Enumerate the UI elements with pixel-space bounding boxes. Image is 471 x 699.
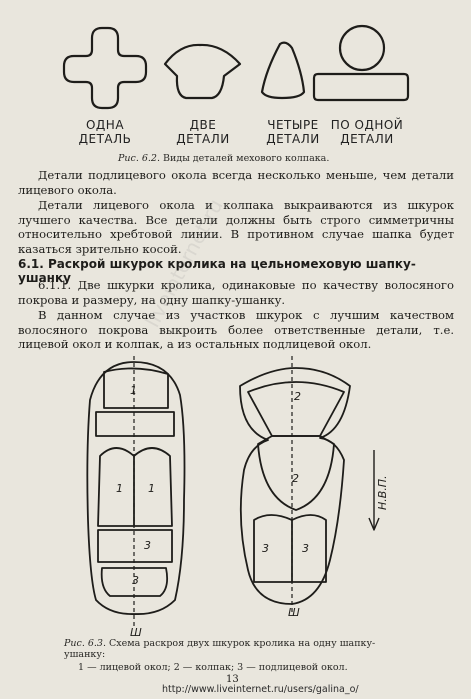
- paragraph-1: Детали подлицевого окола всегда нескольк…: [18, 168, 454, 197]
- fig-6-2-caption: Рис. 6.2. Виды деталей мехового колпака.: [118, 153, 330, 164]
- crown-shape: [163, 43, 242, 100]
- right-label-3b: 3: [302, 542, 309, 555]
- paragraph-2: Детали лицевого окола и колпака выкраива…: [18, 198, 454, 256]
- left-label-1b: 1: [116, 482, 123, 495]
- source-url[interactable]: http://www.liveinternet.ru/users/galina_…: [162, 684, 359, 695]
- right-piece-2b: [257, 435, 335, 511]
- circle-shape: [338, 24, 386, 72]
- page-number: 13: [226, 674, 239, 685]
- bar-shape: [312, 72, 410, 102]
- left-label-3a: 3: [144, 539, 151, 552]
- left-label-1a: 1: [130, 384, 137, 397]
- shape-label-two: ДВЕ ДЕТАЛИ: [176, 118, 230, 146]
- triangle-shape: [260, 41, 306, 100]
- left-axis-label: Ш: [130, 626, 142, 639]
- right-piece-2a: [247, 381, 345, 437]
- right-label-3a: 3: [262, 542, 269, 555]
- right-label-2b: 2: [292, 472, 299, 485]
- right-axis-label: Ш: [288, 606, 300, 619]
- cross-shape: [62, 26, 148, 110]
- right-pelt-outline: [239, 367, 351, 605]
- left-piece-1a: [103, 367, 169, 409]
- shape-label-each: ПО ОДНОЙ ДЕТАЛИ: [330, 118, 404, 146]
- left-pelt-outline: [86, 361, 186, 615]
- shape-label-one: ОДНА ДЕТАЛЬ: [78, 118, 132, 146]
- left-label-1c: 1: [148, 482, 155, 495]
- left-piece-3b: [100, 567, 169, 597]
- arrow-label: Н.В.П.: [376, 475, 389, 510]
- section-heading: 6.1. Раскрой шкурок кролика на цельномех…: [18, 257, 416, 285]
- fig-6-3-legend: 1 — лицевой окол; 2 — колпак; 3 — подлиц…: [78, 662, 348, 673]
- fig-6-3-caption: Рис. 6.3. Схема раскроя двух шкурок крол…: [64, 638, 376, 660]
- right-label-2a: 2: [294, 390, 301, 403]
- left-piece-1c: [97, 447, 173, 527]
- fig-6-2-shapes: [62, 24, 410, 110]
- left-label-3b: 3: [132, 574, 139, 587]
- right-piece-3: [253, 514, 327, 583]
- left-piece-3a: [97, 529, 173, 563]
- paragraph-4: В данном случае из участков шкурок с луч…: [18, 308, 454, 352]
- paragraph-3: 6.1.1. Две шкурки кролика, одинаковые по…: [18, 278, 454, 307]
- left-piece-1b: [95, 411, 175, 437]
- shape-label-four: ЧЕТЫРЕ ДЕТАЛИ: [266, 118, 320, 146]
- arrow-head: [368, 517, 380, 531]
